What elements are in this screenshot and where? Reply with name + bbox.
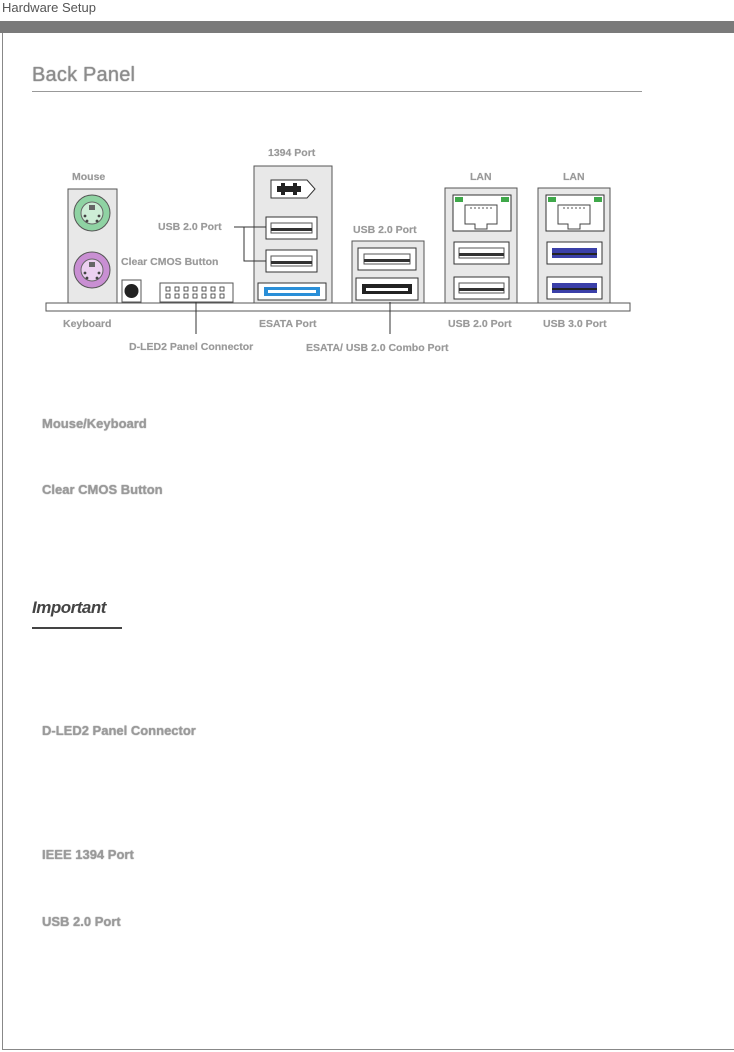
label-usb30: USB 3.0 Port	[543, 318, 607, 330]
subhead-mouse-keyboard: Mouse/Keyboard	[42, 416, 147, 431]
usb20-port-lan1-top	[453, 241, 510, 265]
back-panel-diagram: Mouse Keyboard Clear CMOS Button D-LED2 …	[45, 147, 631, 354]
leader-lines	[195, 226, 391, 334]
combo-port-graphic	[355, 277, 419, 301]
label-usb20-left: USB 2.0 Port	[158, 221, 222, 233]
mouse-port	[73, 194, 111, 232]
subhead-dled2: D-LED2 Panel Connector	[42, 723, 196, 738]
header-bar	[0, 21, 734, 33]
usb30-port-bottom-graphic	[546, 276, 603, 300]
usb20-port-lan1-bottom	[453, 276, 510, 300]
clear-cmos-button-graphic	[121, 279, 142, 303]
label-combo: ESATA/ USB 2.0 Combo Port	[306, 342, 449, 354]
label-clear-cmos: Clear CMOS Button	[121, 256, 218, 268]
label-mouse: Mouse	[72, 171, 105, 183]
label-lan1: LAN	[470, 171, 492, 183]
section-title: Back Panel	[32, 64, 136, 86]
label-usb20-right: USB 2.0 Port	[448, 318, 512, 330]
label-esata: ESATA Port	[259, 318, 317, 330]
page-header-title: Hardware Setup	[2, 0, 96, 15]
subhead-usb20: USB 2.0 Port	[42, 914, 121, 929]
important-underline	[32, 627, 122, 629]
usb20-port-top-graphic	[265, 216, 318, 240]
ieee1394-port-graphic	[270, 179, 316, 199]
label-1394: 1394 Port	[268, 147, 316, 159]
esata-port-graphic	[257, 282, 327, 301]
keyboard-port	[73, 251, 111, 289]
usb20-port-bottom-graphic	[265, 249, 318, 273]
label-lan2: LAN	[563, 171, 585, 183]
lan1-port-graphic	[452, 194, 512, 232]
section-title-rule	[32, 91, 642, 92]
subhead-ieee1394: IEEE 1394 Port	[42, 847, 134, 862]
label-usb20-mid: USB 2.0 Port	[353, 224, 417, 236]
frame-bottom-border	[2, 1049, 734, 1050]
lan2-port-graphic	[545, 194, 605, 232]
dled2-connector-graphic	[159, 282, 234, 303]
panel-baseline	[45, 302, 631, 312]
usb20-port-mid-graphic	[357, 247, 417, 271]
subhead-clear-cmos: Clear CMOS Button	[42, 482, 163, 497]
label-keyboard: Keyboard	[63, 318, 111, 330]
usb30-port-top-graphic	[546, 241, 603, 265]
frame-left-border	[2, 33, 3, 1050]
important-heading: Important	[32, 598, 106, 617]
label-dled2: D-LED2 Panel Connector	[129, 341, 253, 353]
